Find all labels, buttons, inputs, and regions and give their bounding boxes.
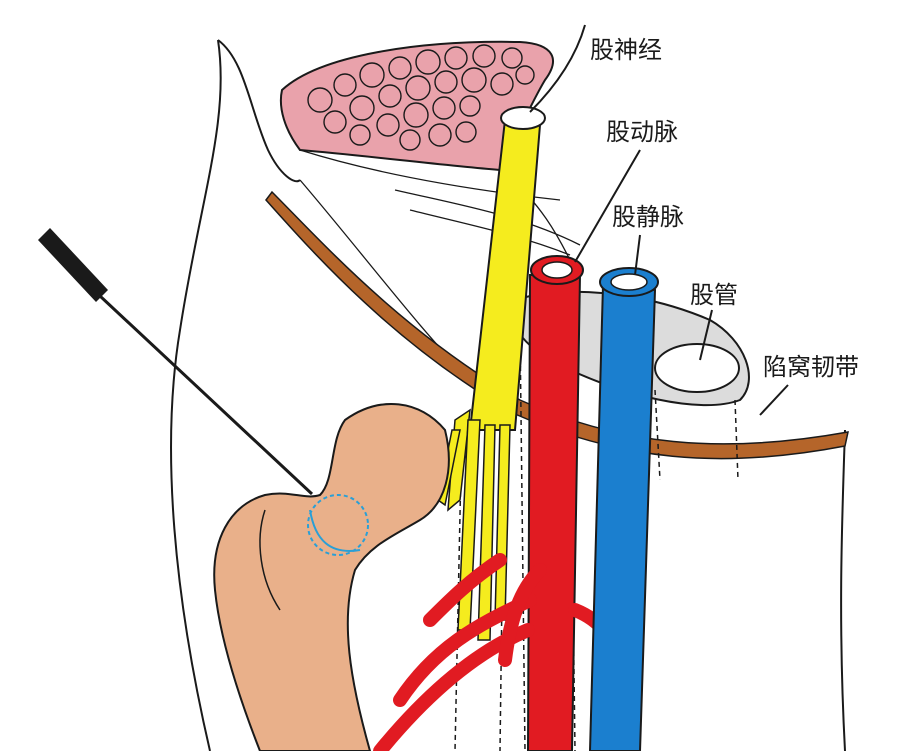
muscle-fascicles: [307, 44, 535, 151]
femoral-canal-opening: [654, 343, 740, 393]
inguinal-ligament: [265, 190, 849, 460]
thigh-skin-edge: [217, 39, 301, 183]
thigh-right-edge: [840, 429, 846, 752]
femoral-nerve-branches: [437, 408, 511, 641]
probe-shaft: [98, 294, 314, 496]
label-femoral-nerve: 股神经: [590, 36, 662, 64]
label-femoral-artery: 股动脉: [606, 118, 678, 146]
femur-neck-line: [259, 509, 281, 611]
label-femoral-canal: 股管: [690, 281, 738, 309]
probe-handle: [38, 228, 108, 302]
thigh-outline: [170, 39, 222, 752]
femoral-nerve-cut: [500, 106, 546, 130]
acetabulum-rim: [307, 494, 369, 556]
artery-branches: [373, 553, 623, 756]
label-lacunar-ligament: 陷窝韧带: [763, 353, 859, 381]
label-femoral-vein: 股静脉: [612, 203, 684, 231]
femur: [213, 403, 450, 752]
leader-lines: [529, 24, 789, 416]
femoral-artery: [526, 274, 582, 752]
